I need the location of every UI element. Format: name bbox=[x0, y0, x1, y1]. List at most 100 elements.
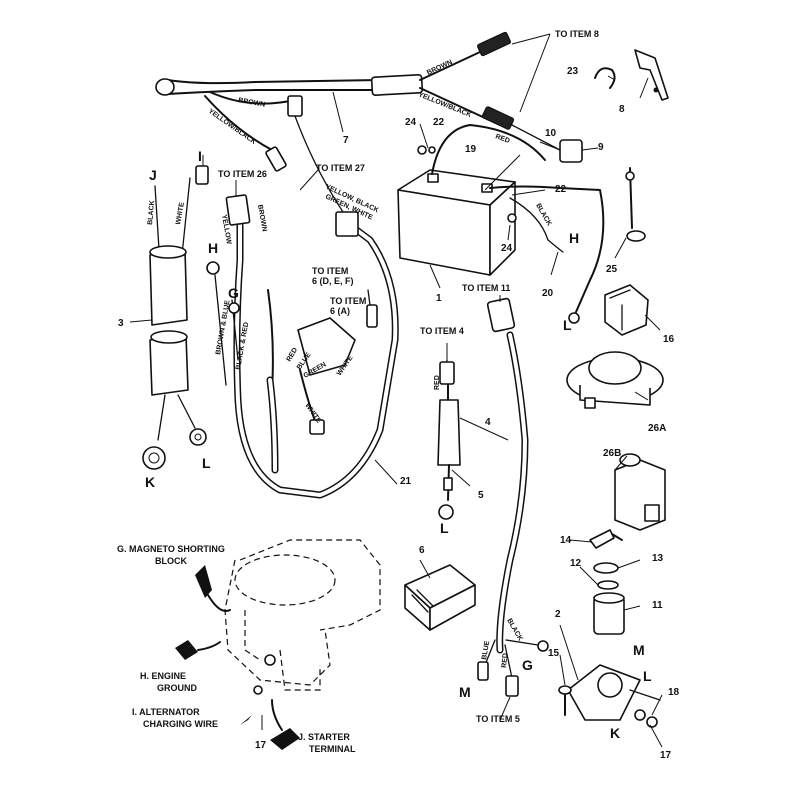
note-to-item-6-a-line2: 6 (A) bbox=[330, 306, 350, 316]
connector-item-6 bbox=[404, 564, 476, 631]
item-number-10: 10 bbox=[545, 128, 557, 139]
letter-m-right: M bbox=[633, 642, 645, 658]
letter-h-left: H bbox=[208, 240, 218, 256]
item-number-7: 7 bbox=[343, 135, 349, 146]
item-number-20: 20 bbox=[542, 288, 554, 299]
letter-k-left: K bbox=[145, 474, 155, 490]
item-number-labels: 7 8 23 9 10 24 22 19 22 24 20 25 16 26A … bbox=[118, 66, 680, 761]
battery-item-1 bbox=[397, 124, 605, 324]
item-number-6: 6 bbox=[419, 545, 425, 556]
item-number-12: 12 bbox=[570, 558, 582, 569]
wire-label-red-battery: RED bbox=[494, 133, 510, 145]
item-number-22-top: 22 bbox=[433, 117, 445, 128]
letter-k-right: K bbox=[610, 725, 620, 741]
letter-l-fuse: L bbox=[440, 520, 449, 536]
holder-item-16 bbox=[604, 284, 649, 336]
letter-m-bottom: M bbox=[459, 684, 471, 700]
item-number-16: 16 bbox=[663, 334, 675, 345]
item-number-13: 13 bbox=[652, 553, 664, 564]
screw-item-15 bbox=[558, 685, 572, 716]
item-number-4: 4 bbox=[485, 417, 491, 428]
callout-g-line2: BLOCK bbox=[155, 556, 187, 566]
callout-h-line2: GROUND bbox=[157, 683, 197, 693]
item-number-14: 14 bbox=[560, 535, 572, 546]
note-to-item-6-def-line2: 6 (D, E, F) bbox=[312, 276, 354, 286]
switch-item-26a bbox=[566, 351, 664, 409]
harness-item-21 bbox=[206, 194, 399, 499]
callout-j-line2: TERMINAL bbox=[309, 744, 356, 754]
letter-l-right: L bbox=[643, 668, 652, 684]
engine-callouts: G. MAGNETO SHORTING BLOCK H. ENGINE GROU… bbox=[117, 544, 356, 754]
item-number-17-left: 17 bbox=[255, 740, 267, 751]
bracket-item-8 bbox=[634, 49, 669, 101]
engine-outline bbox=[224, 539, 381, 695]
note-to-item-11: TO ITEM 11 bbox=[462, 283, 510, 293]
letter-g-left: G bbox=[228, 285, 239, 301]
wire-label-red-loom: RED bbox=[286, 347, 299, 363]
nut-item-13 bbox=[593, 562, 619, 574]
item-number-22-right: 22 bbox=[555, 184, 567, 195]
callout-i-line2: CHARGING WIRE bbox=[143, 719, 218, 729]
wire-label-black-bottom: BLACK bbox=[505, 618, 523, 643]
item-number-11: 11 bbox=[652, 600, 663, 611]
note-to-item-6-a-line1: TO ITEM bbox=[330, 296, 366, 306]
item-number-19: 19 bbox=[465, 144, 477, 155]
item-number-26b: 26B bbox=[603, 448, 621, 459]
item-number-15: 15 bbox=[548, 648, 560, 659]
cable-item-25 bbox=[625, 167, 646, 242]
wire-label-black-battery: BLACK bbox=[534, 203, 552, 228]
wire-label-yellow-black-left: YELLOW/BLACK bbox=[207, 108, 257, 146]
harness-item-7 bbox=[155, 31, 561, 216]
callout-h-line1: H. ENGINE bbox=[140, 671, 186, 681]
wire-label-yellow-black-top: YELLOW/BLACK bbox=[417, 91, 472, 119]
letter-l-left: L bbox=[202, 455, 211, 471]
wire-label-brown-blue: BROWN & BLUE bbox=[215, 299, 232, 355]
item-number-24-bottom: 24 bbox=[501, 243, 513, 254]
nuts-item-17-18 bbox=[634, 709, 658, 728]
letter-i: I bbox=[198, 148, 202, 164]
letter-j: J bbox=[149, 167, 157, 183]
to-item-notes: TO ITEM 8 TO ITEM 27 TO ITEM 26 TO ITEM … bbox=[218, 29, 599, 724]
note-to-item-26: TO ITEM 26 bbox=[218, 169, 267, 179]
letter-labels: J I H G K L H L L M G M L K bbox=[145, 148, 652, 741]
wire-label-blue-bottom: BLUE bbox=[481, 640, 491, 660]
callout-j-line1: J. STARTER bbox=[298, 732, 350, 742]
wire-label-brown-left: BROWN bbox=[238, 97, 266, 109]
item-number-23: 23 bbox=[567, 66, 579, 77]
wire-label-red-fuse: RED bbox=[434, 375, 441, 390]
item-number-17-right: 17 bbox=[660, 750, 672, 761]
note-to-item-6-def-line1: TO ITEM bbox=[312, 266, 348, 276]
harness-item-3 bbox=[142, 165, 209, 470]
washer-item-12 bbox=[597, 580, 619, 590]
note-to-item-8: TO ITEM 8 bbox=[555, 29, 599, 39]
note-to-item-5: TO ITEM 5 bbox=[476, 714, 520, 724]
item-number-1: 1 bbox=[436, 293, 442, 304]
harness-item-4 bbox=[477, 297, 549, 697]
wire-label-black-j: BLACK bbox=[147, 200, 156, 225]
leader-lines bbox=[129, 33, 663, 748]
note-to-item-27: TO ITEM 27 bbox=[316, 163, 365, 173]
clip-item-23 bbox=[594, 67, 616, 89]
wire-label-brown-26: BROWN bbox=[256, 204, 268, 232]
wire-label-red-bottom: RED bbox=[501, 653, 509, 668]
item-number-25: 25 bbox=[606, 264, 618, 275]
letter-g-bottom: G bbox=[522, 657, 533, 673]
fuse-item-5 bbox=[437, 359, 461, 520]
item-number-24-top: 24 bbox=[405, 117, 417, 128]
item-number-18: 18 bbox=[668, 687, 680, 698]
note-to-item-4: TO ITEM 4 bbox=[420, 326, 464, 336]
key-item-14 bbox=[589, 529, 623, 549]
wire-label-white-i: WHITE bbox=[175, 202, 186, 226]
item-number-2: 2 bbox=[555, 609, 561, 620]
item-number-26a: 26A bbox=[648, 423, 666, 434]
letter-l-battery: L bbox=[563, 317, 572, 333]
item-number-3: 3 bbox=[118, 318, 124, 329]
plate-item-2 bbox=[567, 664, 661, 721]
letter-h-right: H bbox=[569, 230, 579, 246]
item-number-21: 21 bbox=[400, 476, 412, 487]
callout-g-line1: G. MAGNETO SHORTING bbox=[117, 544, 225, 554]
item-number-9: 9 bbox=[598, 142, 604, 153]
callout-i-line1: I. ALTERNATOR bbox=[132, 707, 200, 717]
